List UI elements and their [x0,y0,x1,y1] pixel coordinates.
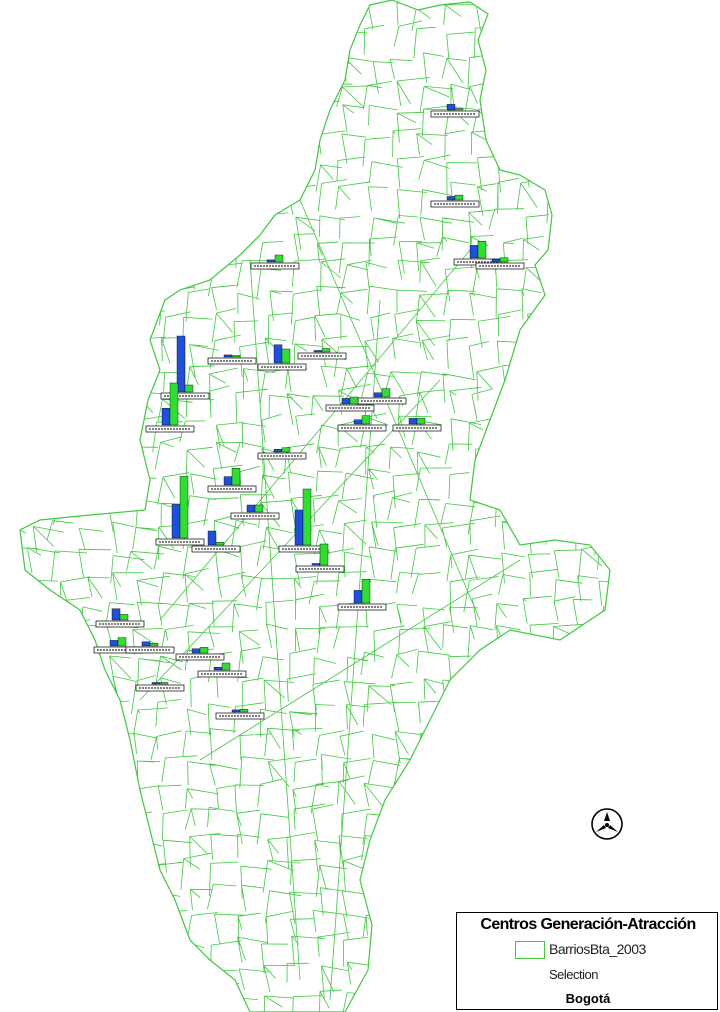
generation-bar [311,563,321,566]
center-marker [230,504,280,520]
legend-swatch-barrios [515,941,545,959]
generation-bar [266,259,276,263]
center-marker [155,476,205,546]
generation-bar [213,667,223,671]
center-marker [392,418,442,432]
generation-bar [176,335,186,393]
attraction-bar [221,662,231,671]
generation-bar [273,449,283,453]
city-boundary [19,0,611,1012]
generation-bar [246,504,256,513]
north-arrow-icon [590,807,624,841]
generation-bar [469,245,479,259]
generation-bar [109,640,119,647]
center-marker [250,254,300,270]
attraction-bar [281,447,291,453]
attraction-bar [499,257,509,263]
center-marker [175,647,225,661]
generation-bar [273,344,283,364]
attraction-bar [179,476,189,539]
attraction-bar [231,468,241,486]
legend-city-name: Bogotá [565,991,611,1006]
center-marker [325,396,375,412]
center-marker [125,641,175,654]
generation-bar [491,259,501,263]
generation-bar [341,398,351,405]
center-marker [357,388,407,405]
center-marker [430,104,480,118]
generation-bar [223,354,233,358]
attraction-bar [281,348,291,364]
generation-bar [353,590,363,604]
generation-bar [191,648,201,654]
attraction-bar [361,579,371,604]
attraction-bar [239,709,249,713]
legend-title: Centros Generación-Atracción [480,916,696,933]
generation-bar [223,476,233,486]
attraction-bar [319,543,329,566]
center-marker [257,447,307,460]
center-marker [160,335,210,400]
center-marker [337,579,387,611]
center-marker [257,344,307,371]
generation-bar [171,504,181,539]
attraction-bar [381,388,391,398]
attraction-bar [361,415,371,425]
attraction-bar [454,108,464,111]
attraction-bar [149,643,159,647]
center-marker [191,530,241,553]
generation-bar [207,530,217,546]
generation-bar [446,104,456,111]
generation-bar [408,418,418,425]
generation-bar [161,408,171,426]
legend-layer-name: BarriosBta_2003 [549,941,646,957]
attraction-bar [231,355,241,358]
generation-bar [231,709,241,713]
center-marker [337,415,387,432]
center-marker [95,608,145,628]
generation-attraction-centers [93,104,525,720]
center-marker [430,194,480,208]
center-marker [475,257,525,270]
attraction-bar [416,418,426,425]
attraction-bar [159,682,169,685]
center-marker [295,543,345,573]
attraction-bar [274,254,284,263]
attraction-bar [119,614,129,621]
attraction-bar [184,384,194,393]
attraction-bar [254,504,264,513]
center-marker [297,348,347,360]
attraction-bar [477,240,487,259]
city-outline [19,0,611,1012]
generation-bar [373,392,383,398]
generation-bar [141,641,151,647]
attraction-bar [321,348,331,353]
center-marker [135,682,185,692]
center-marker [215,709,265,720]
center-marker [207,354,257,365]
generation-bar [446,196,456,201]
map-legend: Centros Generación-Atracción BarriosBta_… [456,912,718,1010]
generation-bar [313,350,323,353]
attraction-bar [454,194,464,201]
center-marker [278,488,328,553]
center-marker [145,382,195,433]
generation-bar [294,509,304,546]
attraction-bar [215,542,225,546]
attraction-bar [349,396,359,405]
attraction-bar [169,382,179,426]
attraction-bar [117,637,127,647]
generation-bar [151,682,161,685]
attraction-bar [302,488,312,546]
center-marker [207,468,257,493]
generation-bar [111,608,121,621]
generation-bar [353,419,363,425]
attraction-bar [199,647,209,654]
legend-selection: Selection [549,967,598,982]
center-marker [197,662,247,678]
